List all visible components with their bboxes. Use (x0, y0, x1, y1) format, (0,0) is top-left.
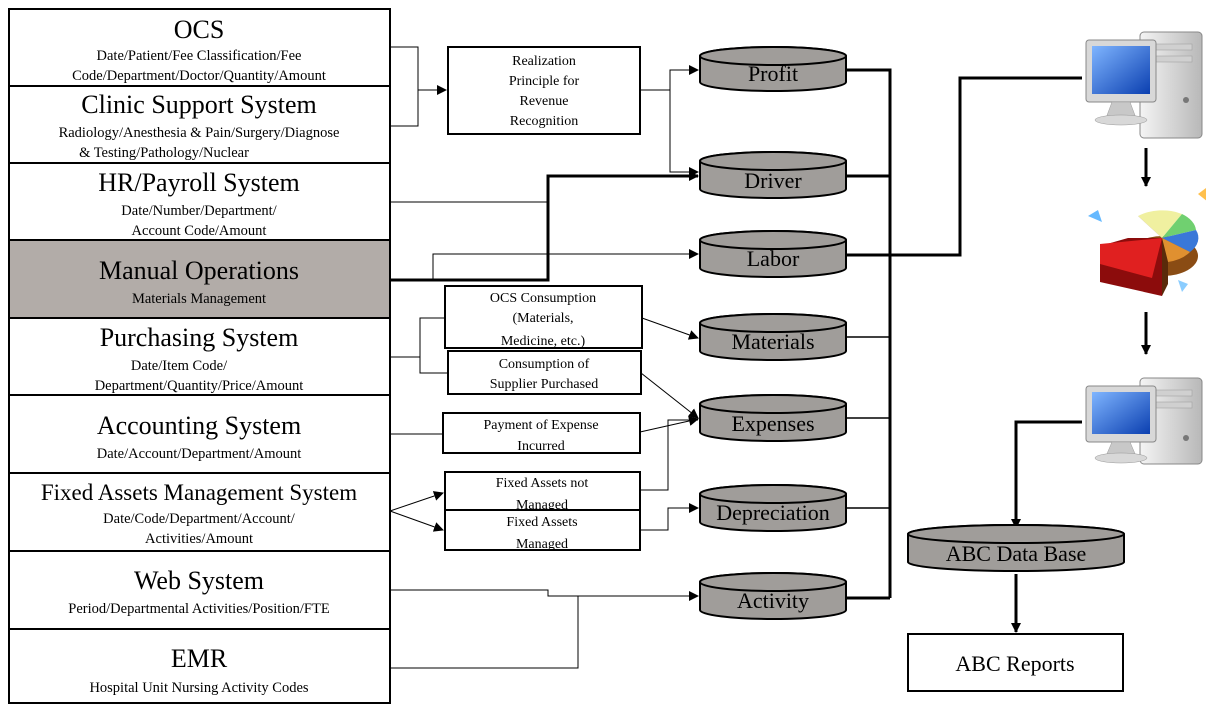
process-text: OCS Consumption (490, 291, 596, 306)
arrow-to-depreciation (640, 503, 699, 531)
cylinder-collector-bus (845, 68, 892, 598)
database-label: ABC Data Base (946, 541, 1087, 566)
process-text: Recognition (510, 114, 578, 129)
system-manual-operations: Manual Operations Materials Management (8, 239, 391, 319)
process-text: Medicine, etc.) (501, 334, 586, 349)
system-detail: Date/Code/Department/Account/ (103, 511, 296, 527)
arrow-to-profit (640, 65, 699, 91)
arrow-to-activity (390, 589, 699, 601)
cylinder-materials: Materials (699, 313, 847, 361)
arrow-to-fixed-not-managed (389, 491, 444, 512)
abc-reports: ABC Reports (907, 633, 1124, 692)
system-detail: Code/Department/Doctor/Quantity/Amount (72, 68, 326, 84)
system-detail: Activities/Amount (145, 531, 253, 547)
computer-icon (1085, 377, 1203, 465)
cylinder-label: Depreciation (716, 500, 830, 525)
system-detail: & Testing/Pathology/Nuclear (79, 145, 249, 161)
process-fixed-not-managed: Fixed Assets not Managed (444, 471, 641, 513)
system-detail: Account Code/Amount (132, 223, 267, 239)
process-text: Fixed Assets (506, 515, 577, 530)
system-detail: Date/Patient/Fee Classification/Fee (97, 48, 302, 64)
arrow-to-labor (432, 249, 699, 279)
system-accounting: Accounting System Date/Account/Departmen… (8, 394, 391, 474)
cylinder-activity: Activity (699, 572, 847, 620)
arrow-payment-to-expenses (639, 416, 699, 433)
process-text: Payment of Expense (483, 418, 598, 433)
system-emr: EMR Hospital Unit Nursing Activity Codes (8, 628, 391, 704)
system-detail: Hospital Unit Nursing Activity Codes (89, 680, 308, 696)
thick-connectors (390, 68, 1151, 633)
process-text: Realization (512, 54, 576, 69)
cylinder-labor: Labor (699, 230, 847, 278)
system-title: Purchasing System (100, 323, 299, 352)
abc-database: ABC Data Base (907, 524, 1125, 572)
ocs-clinic-merge-line (390, 46, 419, 127)
system-web: Web System Period/Departmental Activitie… (8, 550, 391, 630)
source-systems: OCS Date/Patient/Fee Classification/Fee … (8, 8, 391, 704)
system-detail: Radiology/Anesthesia & Pain/Surgery/Diag… (59, 125, 340, 141)
process-consumption-supplier: Consumption of Supplier Purchased (447, 350, 642, 395)
process-ocs-consumption: OCS Consumption (Materials, Medicine, et… (444, 285, 643, 349)
reports-label: ABC Reports (955, 651, 1074, 676)
purchasing-to-ocs-consumption (390, 317, 446, 358)
process-realization: Realization Principle for Revenue Recogn… (447, 46, 641, 135)
thin-connectors (389, 46, 699, 669)
system-detail: Date/Number/Department/ (121, 203, 277, 219)
process-text: (Materials, (512, 311, 573, 326)
system-detail: Date/Account/Department/Amount (97, 446, 302, 462)
cylinder-label: Labor (747, 246, 800, 271)
system-detail: Date/Item Code/ (131, 358, 228, 374)
process-text: Fixed Assets not (496, 476, 589, 491)
arrow-to-fixed-managed (389, 510, 444, 532)
cylinder-depreciation: Depreciation (699, 484, 847, 532)
cylinder-label: Profit (748, 61, 798, 86)
cylinder-label: Expenses (731, 411, 814, 436)
pie-chart-icon (1088, 188, 1206, 296)
process-fixed-managed: Fixed Assets Managed (444, 509, 641, 552)
arrow-manual-to-driver (390, 171, 699, 282)
system-title: HR/Payroll System (98, 168, 300, 197)
cylinder-label: Activity (737, 588, 809, 613)
process-payment-expense: Payment of Expense Incurred (442, 412, 641, 454)
system-ocs: OCS Date/Patient/Fee Classification/Fee … (8, 8, 391, 87)
process-text: Revenue (520, 94, 569, 109)
arrow-realization-driver (669, 90, 699, 177)
cost-cylinders: Profit Driver Labor Materials Expenses D… (699, 46, 847, 620)
system-title: Accounting System (97, 411, 301, 440)
system-detail: Materials Management (132, 291, 266, 307)
process-text: Consumption of (499, 357, 590, 372)
process-text: Supplier Purchased (490, 377, 598, 392)
process-boxes: Realization Principle for Revenue Recogn… (442, 46, 643, 552)
cylinder-label: Materials (731, 329, 814, 354)
cylinder-driver: Driver (699, 151, 847, 199)
computer-icon (1085, 31, 1203, 139)
system-hr-payroll: HR/Payroll System Date/Number/Department… (8, 162, 391, 241)
system-detail: Department/Quantity/Price/Amount (95, 378, 304, 394)
system-title: OCS (174, 15, 225, 44)
system-title: Web System (134, 566, 264, 595)
system-title: Fixed Assets Management System (41, 480, 357, 505)
arrow-to-materials (641, 317, 699, 340)
system-detail: Period/Departmental Activities/Position/… (68, 601, 330, 617)
process-text: Principle for (509, 74, 580, 89)
system-clinic-support: Clinic Support System Radiology/Anesthes… (8, 85, 391, 164)
purchasing-to-supplier (419, 357, 448, 374)
process-text: Managed (516, 537, 568, 552)
process-text: Incurred (517, 439, 564, 454)
line-fixed-not-managed-to-expenses (640, 419, 698, 491)
system-title: Clinic Support System (81, 90, 316, 119)
system-purchasing: Purchasing System Date/Item Code/ Depart… (8, 317, 391, 396)
system-title: EMR (171, 644, 228, 673)
system-title: Manual Operations (99, 256, 299, 285)
system-fixed-assets: Fixed Assets Management System Date/Code… (8, 472, 391, 552)
emr-line (390, 596, 579, 669)
arrow-supplier-to-expenses (640, 372, 699, 419)
labor-to-computer-line (845, 76, 1082, 257)
cylinder-label: Driver (744, 168, 802, 193)
thin-bus-links (845, 336, 890, 509)
arrow-computer-to-database (1011, 420, 1082, 529)
cylinder-expenses: Expenses (699, 394, 847, 442)
cylinder-profit: Profit (699, 46, 847, 92)
